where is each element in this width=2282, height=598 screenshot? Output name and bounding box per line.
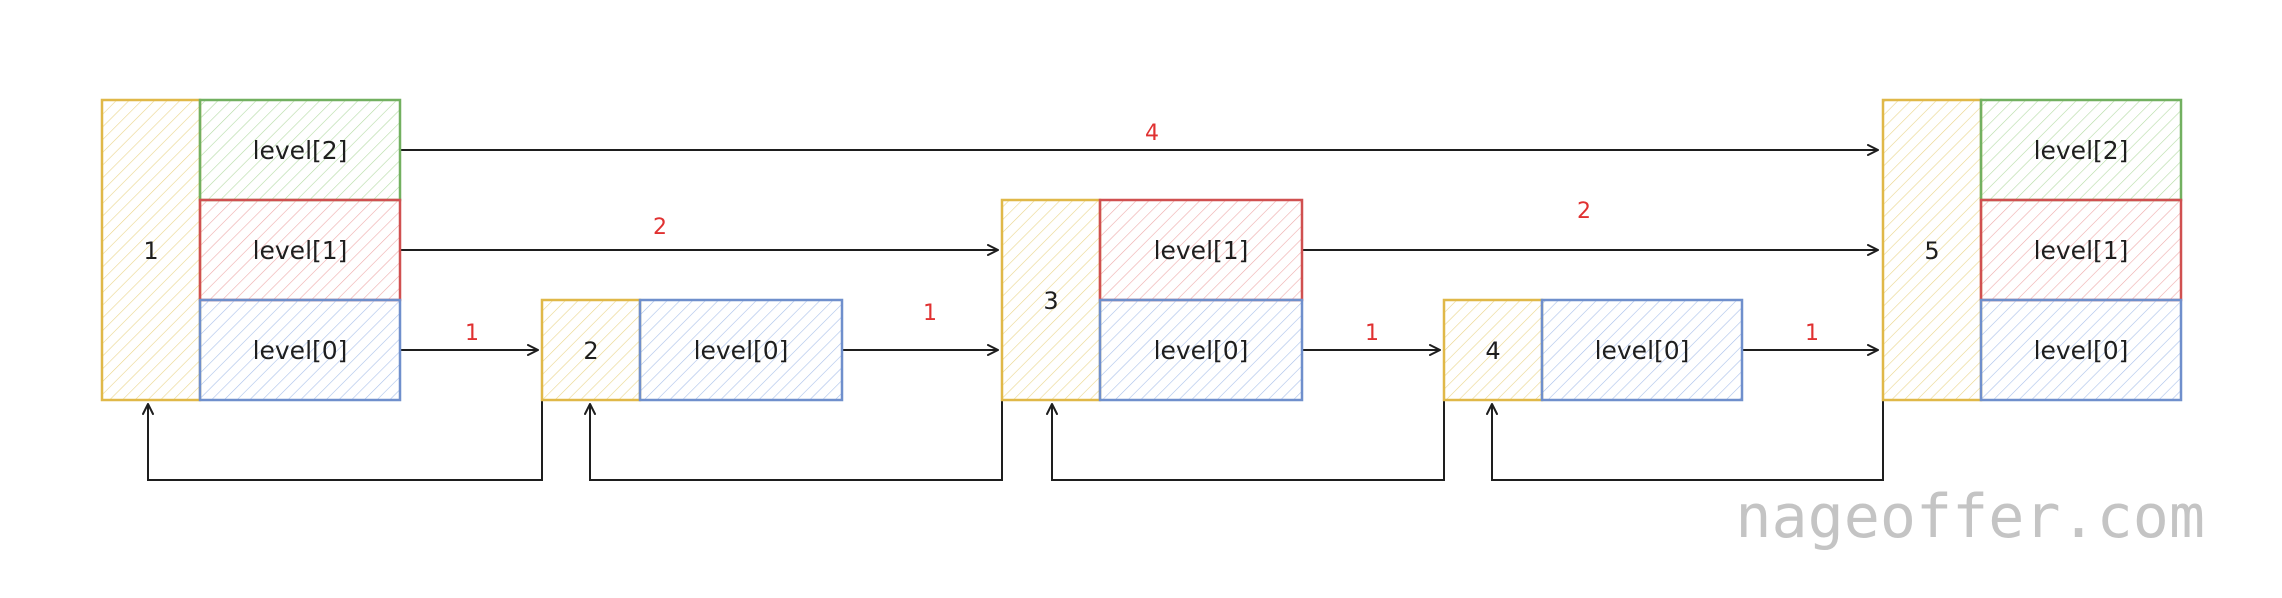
backward-link-5-to-4 <box>1486 400 1884 481</box>
node-3-key: 3 <box>1043 287 1058 315</box>
node-3-level-0-label: level[0] <box>1154 336 1249 365</box>
node-4-level-0-label: level[0] <box>1595 336 1690 365</box>
node-1-level-2-label: level[2] <box>253 136 348 165</box>
node-4-key-cell <box>1442 298 1544 402</box>
node-1-level-0-cell <box>198 298 402 402</box>
span-labels: 4 2 2 1 1 1 1 <box>465 121 1819 346</box>
backward-links <box>142 400 1884 481</box>
span-label-1-to-5: 4 <box>1145 121 1159 146</box>
span-label-3-to-4: 1 <box>1365 321 1379 346</box>
node-1-level-1-label: level[1] <box>253 236 348 265</box>
skiplist-node-5: 5 level[2] level[1] level[0] <box>1881 98 2183 402</box>
node-2-level-0-cell <box>638 298 844 402</box>
node-5-level-0-label: level[0] <box>2034 336 2129 365</box>
span-label-2-to-3: 1 <box>923 301 937 326</box>
node-5-level-1-label: level[1] <box>2034 236 2129 265</box>
span-label-1-to-3: 2 <box>653 215 667 240</box>
node-3-level-0-cell <box>1098 298 1304 402</box>
node-3-level-1-cell <box>1098 198 1304 302</box>
backward-link-2-to-1 <box>142 400 543 481</box>
node-1-key: 1 <box>143 237 158 265</box>
forward-links <box>400 144 1879 356</box>
node-5-level-2-cell <box>1979 98 2183 202</box>
skiplist-node-1: 1 level[2] level[1] level[0] <box>100 98 402 402</box>
node-4-key: 4 <box>1485 337 1500 365</box>
span-label-4-to-5: 1 <box>1805 321 1819 346</box>
node-1-key-cell <box>100 98 202 402</box>
node-5-level-0-cell <box>1979 298 2183 402</box>
node-4-level-0-cell <box>1540 298 1744 402</box>
node-5-level-2-label: level[2] <box>2034 136 2129 165</box>
node-5-level-1-cell <box>1979 198 2183 302</box>
node-1-level-1-cell <box>198 198 402 302</box>
skiplist-node-3: 3 level[1] level[0] <box>1000 198 1304 402</box>
skiplist-node-2: 2 level[0] <box>540 298 844 402</box>
watermark-text: nageoffer.com <box>1735 482 2205 552</box>
span-label-3-to-5: 2 <box>1577 199 1591 224</box>
node-5-key: 5 <box>1924 237 1939 265</box>
node-2-level-0-label: level[0] <box>694 336 789 365</box>
backward-link-4-to-3 <box>1046 400 1445 481</box>
skiplist-node-4: 4 level[0] <box>1442 298 1744 402</box>
node-3-key-cell <box>1000 198 1102 402</box>
backward-link-3-to-2 <box>584 400 1003 481</box>
node-1-level-0-label: level[0] <box>253 336 348 365</box>
span-label-1-to-2: 1 <box>465 321 479 346</box>
node-2-key-cell <box>540 298 642 402</box>
node-1-level-2-cell <box>198 98 402 202</box>
node-2-key: 2 <box>583 337 598 365</box>
node-3-level-1-label: level[1] <box>1154 236 1249 265</box>
node-5-key-cell <box>1881 98 1983 402</box>
